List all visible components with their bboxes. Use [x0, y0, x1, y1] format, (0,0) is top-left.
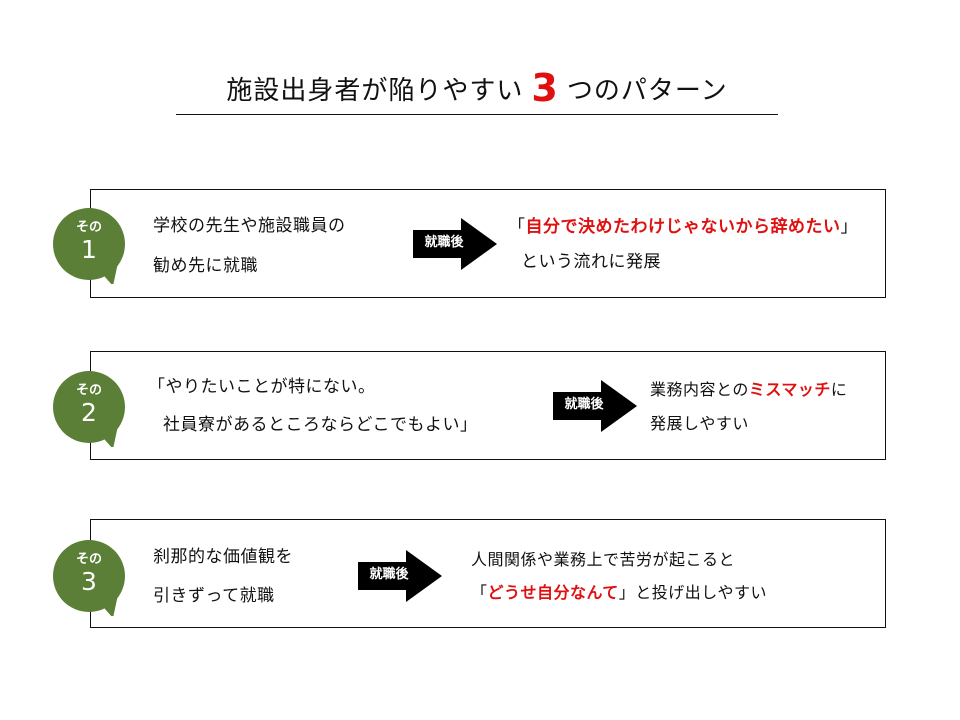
arrow-after-employment-1: 就職後: [413, 218, 497, 270]
title-text-after: つのパターン: [566, 76, 728, 106]
arrow-label: 就職後: [424, 235, 464, 250]
badge-label: その: [75, 383, 102, 398]
bracket-open: 「: [508, 217, 526, 237]
pattern-3-result-line-1: 人間関係や業務上で苦労が起こると: [471, 550, 736, 569]
bracket-close: 」: [840, 217, 858, 237]
title-number: 3: [531, 66, 559, 110]
arrow-after-employment-3: 就職後: [358, 550, 442, 602]
pattern-2-result-line-2: 発展しやすい: [650, 414, 749, 433]
pattern-1-result-line-2: という流れに発展: [521, 252, 661, 272]
pattern-1-highlight: 自分で決めたわけじゃないから辞めたい: [525, 217, 841, 237]
pattern-2-cause-line-1: 「やりたいことが特にない。: [148, 377, 376, 397]
pattern-3-result-line-2: 「どうせ自分なんて」と投げ出しやすい: [471, 581, 767, 605]
speech-bubble-icon: [53, 540, 125, 616]
badge-label: その: [75, 552, 102, 567]
pattern-badge-2: その 2: [53, 371, 129, 447]
pattern-badge-3: その 3: [53, 540, 129, 616]
badge-number: 3: [81, 567, 97, 596]
pattern-2-result-post: に: [830, 380, 848, 399]
pattern-3-highlight: どうせ自分なんて: [487, 583, 619, 602]
arrow-after-employment-2: 就職後: [553, 380, 637, 432]
pattern-card-2: [90, 351, 886, 460]
pattern-badge-1: その 1: [53, 208, 129, 284]
badge-number: 2: [81, 398, 97, 427]
badge-number: 1: [81, 235, 97, 264]
badge-label: その: [75, 220, 102, 235]
right-arrow-icon: [413, 218, 497, 270]
title-text-before: 施設出身者が陥りやすい: [226, 76, 524, 106]
arrow-label: 就職後: [564, 397, 604, 412]
arrow-label: 就職後: [369, 567, 409, 582]
pattern-2-highlight: ミスマッチ: [748, 380, 831, 399]
title-underline: [176, 114, 778, 115]
pattern-card-3: [90, 519, 886, 628]
pattern-3-cause-line-2: 引きずって就職: [153, 586, 275, 606]
speech-bubble-icon: [53, 371, 125, 447]
pattern-3-result-post: 」と投げ出しやすい: [618, 583, 768, 602]
right-arrow-icon: [553, 380, 637, 432]
bracket-open: 「: [471, 583, 488, 602]
pattern-2-result-line-1: 業務内容とのミスマッチに: [650, 378, 847, 402]
pattern-1-result-line-1: 「自分で決めたわけじゃないから辞めたい」: [508, 215, 858, 239]
right-arrow-icon: [358, 550, 442, 602]
pattern-2-cause-line-2: 社員寮があるところならどこでもよい」: [163, 415, 478, 435]
pattern-3-cause-line-1: 刹那的な価値観を: [153, 547, 293, 567]
pattern-1-cause-line-1: 学校の先生や施設職員の: [153, 216, 346, 236]
pattern-2-result-pre: 業務内容との: [650, 380, 749, 399]
pattern-1-cause-line-2: 勧め先に就職: [153, 256, 258, 276]
speech-bubble-icon: [53, 208, 125, 284]
